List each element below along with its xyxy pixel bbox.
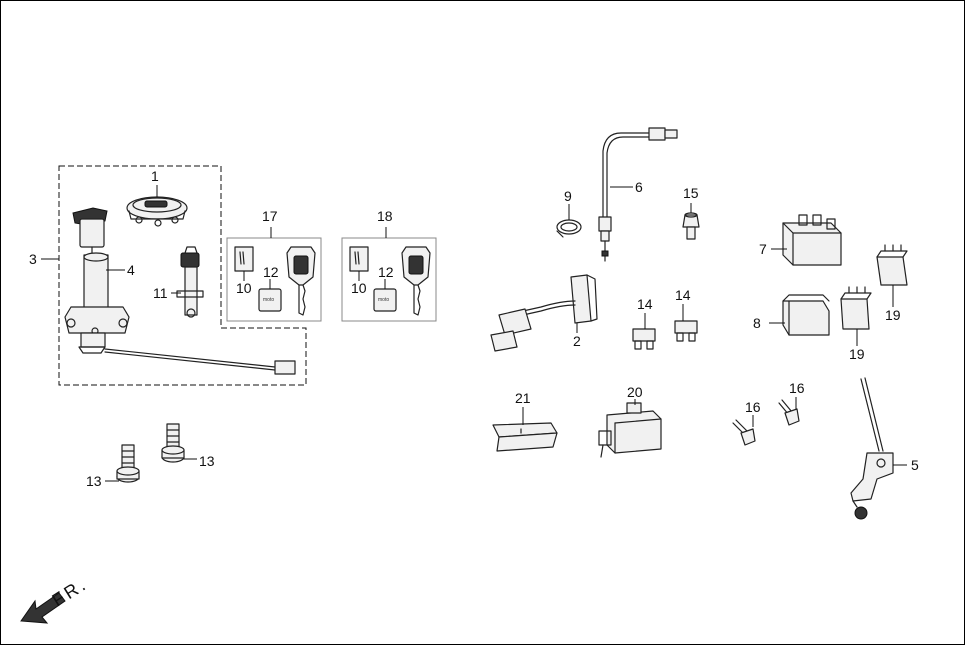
callout-13-b: 13 <box>199 453 215 469</box>
key-set-box-18 <box>341 237 437 322</box>
callout-9: 9 <box>564 188 572 204</box>
callout-7: 7 <box>759 241 767 257</box>
wiring-connector-part <box>490 274 598 352</box>
rubber-cover-part <box>492 422 558 452</box>
callout-5: 5 <box>911 457 919 473</box>
callout-11: 11 <box>153 285 168 301</box>
ignition-switch-part <box>64 207 296 375</box>
callout-17: 17 <box>262 208 278 224</box>
callout-14-b: 14 <box>675 287 691 303</box>
cap-nut-part <box>682 212 700 240</box>
callout-10-b: 10 <box>351 280 367 296</box>
callout-18: 18 <box>377 208 393 224</box>
callout-16-b: 16 <box>789 380 805 396</box>
key-set-box-17 <box>226 237 322 322</box>
wire-clip-part <box>556 219 582 238</box>
fuse-part-14-a <box>632 328 656 350</box>
callout-14-a: 14 <box>637 296 653 312</box>
callout-10-a: 10 <box>236 280 252 296</box>
relay-socket-part <box>782 214 842 266</box>
callout-6: 6 <box>635 179 643 195</box>
callout-15: 15 <box>683 185 699 201</box>
ignition-set-outline <box>58 165 307 386</box>
front-arrow-icon <box>20 592 66 624</box>
bolt-part-13-a <box>116 444 140 483</box>
callout-13-a: 13 <box>86 473 102 489</box>
direction-label: FR. <box>49 573 92 610</box>
relay-part-19-b <box>840 286 872 330</box>
fuel-cap-lock-part <box>126 196 188 227</box>
callout-2: 2 <box>573 333 581 349</box>
svg-text:moto: moto <box>263 297 274 303</box>
callout-16-a: 16 <box>745 399 761 415</box>
sensor-bracket-part <box>850 377 894 520</box>
callout-8: 8 <box>753 315 761 331</box>
callout-19-a: 19 <box>885 307 901 323</box>
callout-20: 20 <box>627 384 643 400</box>
callout-21: 21 <box>515 390 531 406</box>
relay-holder-part <box>782 294 830 336</box>
sensor-cable-part <box>598 127 678 262</box>
callout-4: 4 <box>127 262 135 278</box>
multi-connector-part <box>598 402 662 458</box>
callout-12-b: 12 <box>378 264 394 280</box>
relay-part-19-a <box>876 244 908 286</box>
callout-12-a: 12 <box>263 264 279 280</box>
seat-lock-part <box>176 246 204 318</box>
svg-text:moto: moto <box>378 297 389 303</box>
key-set-17-parts: moto <box>234 246 316 316</box>
fuse-part-14-b <box>674 320 698 342</box>
key-set-18-parts: moto <box>349 246 431 316</box>
bolt-part-13-b <box>161 423 185 463</box>
callout-3: 3 <box>29 251 37 267</box>
bolt-part-16-a <box>732 419 756 446</box>
bolt-part-16-b <box>778 399 800 426</box>
callout-1: 1 <box>151 168 159 184</box>
callout-19-b: 19 <box>849 346 865 362</box>
